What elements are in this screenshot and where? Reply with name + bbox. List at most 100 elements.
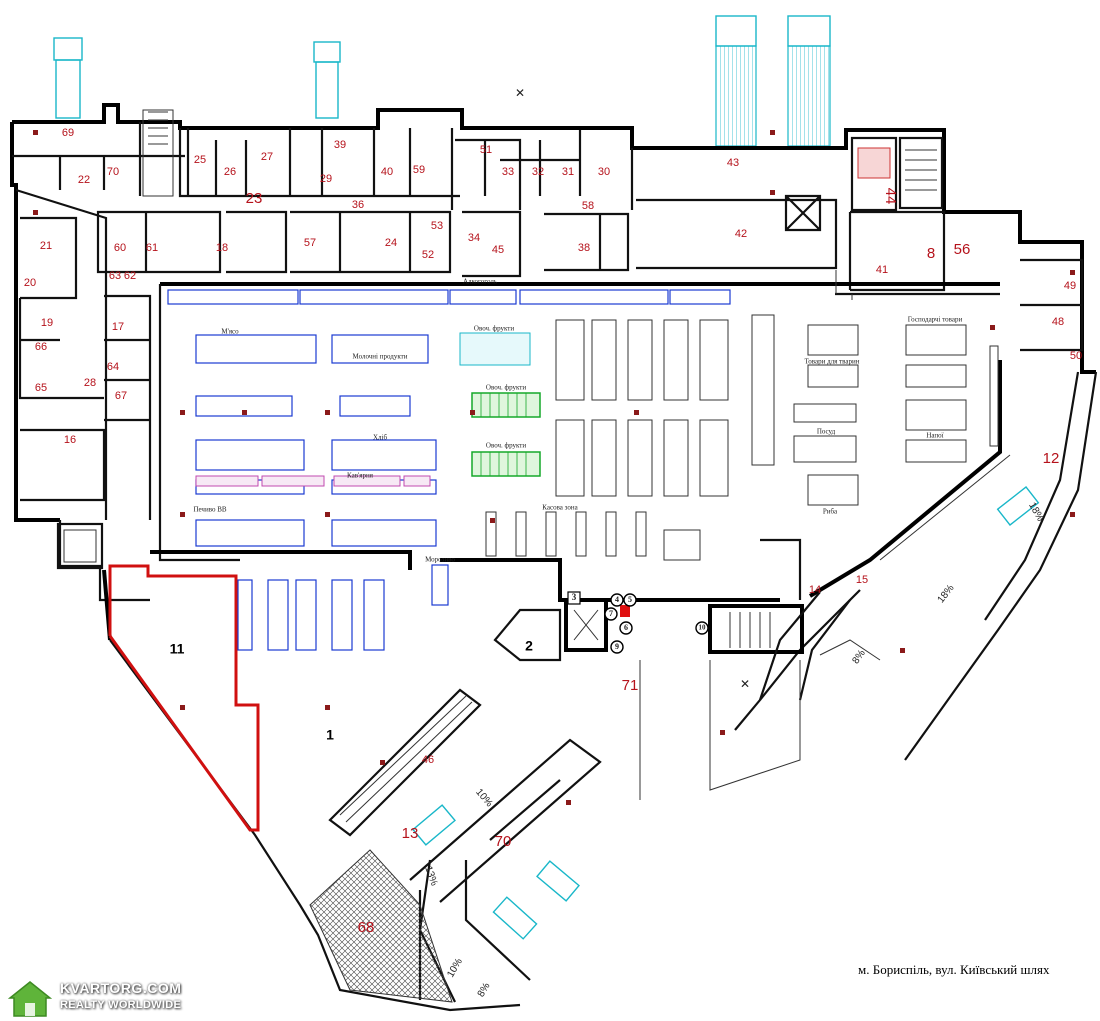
truck-icon [313, 41, 341, 119]
truck-icon [715, 15, 757, 147]
room-30: 30 [598, 166, 610, 178]
room-14: 14 [809, 584, 821, 596]
label-household: Господарчі товари [908, 316, 963, 324]
room-43: 43 [727, 157, 739, 169]
room-52: 52 [422, 249, 434, 261]
marker-9: 9 [615, 642, 619, 651]
slope-4: 10% [473, 787, 494, 809]
room-45: 45 [492, 244, 504, 256]
stair-markers: 3 4 5 6 7 9 10 [567, 591, 709, 654]
room-69: 69 [62, 127, 74, 139]
gondolas [555, 314, 999, 506]
label-fruits-3: Овоч. фрукти [486, 442, 526, 450]
room-21: 21 [40, 240, 52, 252]
room-62: 62 [124, 270, 136, 282]
marker-5: 5 [628, 595, 632, 604]
room-60: 60 [114, 242, 126, 254]
room-40: 40 [381, 166, 393, 178]
car-icon [412, 804, 456, 846]
room-42: 42 [735, 228, 747, 240]
room-28: 28 [84, 377, 96, 389]
label-meat: М'ясо [221, 328, 239, 336]
room-13: 13 [402, 825, 419, 842]
parking-ramps [309, 454, 1011, 1003]
slope-1: 18% [936, 583, 957, 606]
room-48: 48 [1052, 316, 1064, 328]
room-19: 19 [41, 317, 53, 329]
label-bakery: Печиво ВВ [193, 506, 226, 514]
room-49: 49 [1064, 280, 1076, 292]
house-icon [7, 981, 53, 1017]
label-bread: Хліб [373, 434, 387, 442]
shelving [167, 289, 731, 651]
marker-7: 7 [609, 609, 613, 618]
room-53: 53 [431, 220, 443, 232]
room-27: 27 [261, 151, 273, 163]
marker-10: 10 [699, 624, 707, 632]
marker-6: 6 [624, 623, 628, 632]
car-icon [536, 860, 580, 902]
room-1: 1 [326, 727, 334, 743]
room-20: 20 [24, 277, 36, 289]
label-fruits-2: Овоч. фрукти [486, 384, 526, 392]
room-26: 26 [224, 166, 236, 178]
label-fruits-1: Овоч. фрукти [474, 325, 514, 333]
label-frozen: Морозиво [425, 556, 455, 564]
room-51: 51 [480, 144, 492, 156]
room-16: 16 [64, 434, 76, 446]
room-61: 61 [146, 242, 158, 254]
slope-6: 10% [445, 957, 465, 980]
north-arrow-icon: ✕ [515, 86, 525, 100]
room-41: 41 [876, 264, 888, 276]
north-arrow-icon: ✕ [740, 677, 750, 691]
label-dishes: Посуд [817, 428, 836, 436]
room-15: 15 [856, 574, 868, 586]
section-labels: Овоч. фрукти Овоч. фрукти Овоч. фрукти М… [193, 278, 962, 564]
room-23: 23 [246, 190, 263, 207]
room-66: 66 [35, 341, 47, 353]
building-outline [10, 103, 1098, 1012]
car-icon [492, 896, 538, 940]
label-drinks: Напої [926, 432, 943, 440]
room-22: 22 [78, 174, 90, 186]
room-71: 71 [622, 677, 639, 694]
room-33: 33 [502, 166, 514, 178]
room-31: 31 [562, 166, 574, 178]
checkout-lanes [485, 511, 701, 561]
label-cashier: Касова зона [542, 504, 578, 512]
room-38: 38 [578, 242, 590, 254]
room-64: 64 [107, 361, 119, 373]
room-18: 18 [216, 242, 228, 254]
slope-labels: 18% 8% 13% 10% 18% 10% 8% [422, 501, 1045, 999]
watermark-logo [7, 981, 53, 1017]
room-70: 70 [107, 166, 119, 178]
room-11: 11 [170, 641, 185, 657]
label-fish: Риба [823, 508, 838, 516]
label-storage: Алкогоголь [463, 278, 497, 286]
stair-core [56, 522, 804, 654]
marker-4: 4 [615, 595, 619, 604]
room-39: 39 [334, 139, 346, 151]
columns [33, 130, 1075, 805]
label-pet: Товари для тварин [805, 358, 860, 366]
watermark-brand: KVARTORG.COM [60, 980, 182, 996]
room-67: 67 [115, 390, 127, 402]
marker-3: 3 [572, 592, 577, 602]
produce-stands [459, 332, 541, 477]
highlight-room-11 [108, 564, 260, 832]
room-8: 8 [927, 245, 935, 262]
room-63: 63 [109, 270, 121, 282]
truck-icon [787, 15, 831, 147]
room-29: 29 [320, 173, 332, 185]
service-rooms [12, 109, 1084, 520]
room-2: 2 [525, 638, 533, 654]
room-24: 24 [385, 237, 397, 249]
slope-7: 8% [476, 981, 493, 999]
room-labels: 69 22 70 25 26 27 23 39 29 40 59 51 33 3… [24, 127, 1082, 936]
room-65: 65 [35, 382, 47, 394]
room-36: 36 [352, 199, 364, 211]
label-dairy: Молочні продукти [353, 353, 408, 361]
car-icon [996, 486, 1040, 526]
truck-icon [53, 37, 83, 119]
